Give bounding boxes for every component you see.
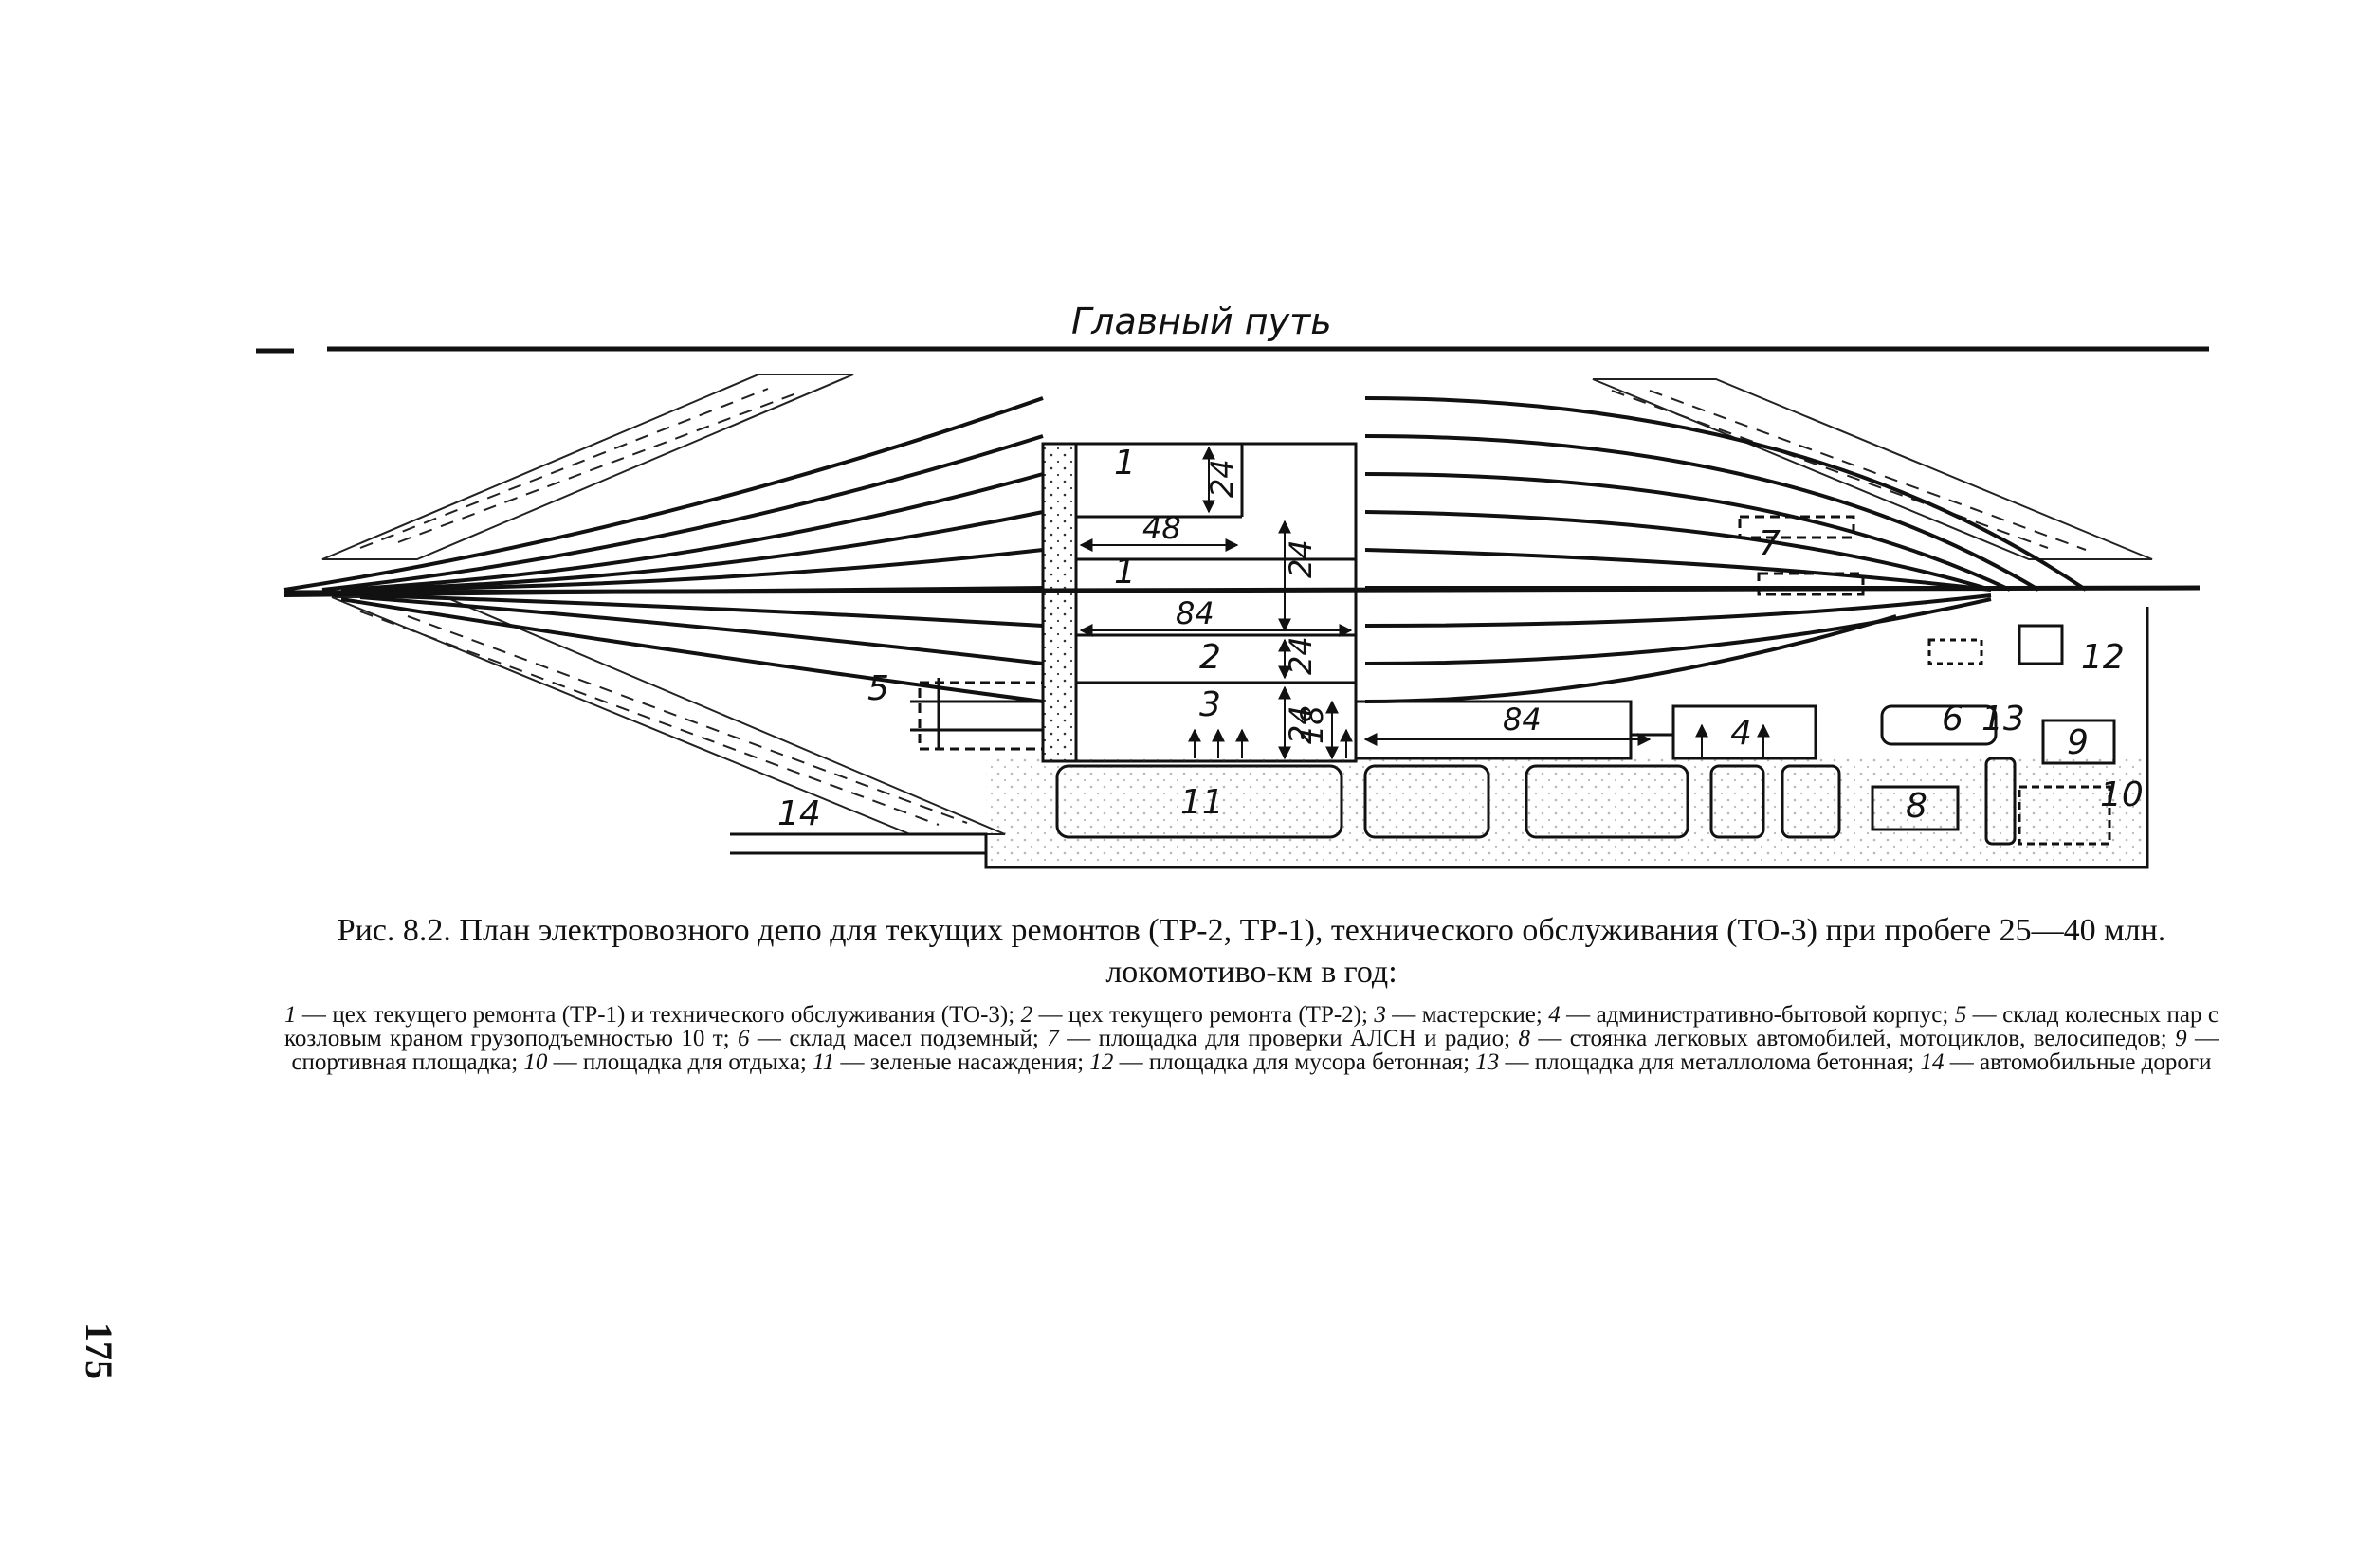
legend-text: — площадка для мусора бетонная;	[1113, 1049, 1476, 1075]
figure-caption-title: Рис. 8.2. План электровозного депо для т…	[337, 913, 2166, 990]
legend-text: — административно-бытовой корпус;	[1560, 1002, 1955, 1028]
legend-number: 9	[2175, 1026, 2187, 1051]
callout-5: 5	[867, 669, 889, 708]
main-track-label: Главный путь	[1071, 301, 1332, 342]
legend-text: — спортивная площадка;	[291, 1026, 2219, 1075]
callout-11: 11	[1180, 783, 1224, 822]
legend-text: — склад масел подземный;	[749, 1026, 1048, 1051]
main-track	[256, 346, 2209, 354]
dim-84-a: 84	[1176, 595, 1214, 631]
embankment-upper	[321, 374, 2153, 560]
legend-number: 7	[1047, 1026, 1059, 1051]
callout-10: 10	[2100, 775, 2144, 814]
dim-24-c: 24	[1283, 636, 1319, 675]
legend-number: 14	[1920, 1049, 1945, 1075]
legend-number: 11	[813, 1049, 835, 1075]
depot-plan-diagram: Главный путь	[256, 301, 2209, 869]
territory-boundary	[730, 607, 2149, 869]
callout-6: 6	[1942, 700, 1963, 738]
figure-caption-legend: 1 — цех текущего ремонта (ТР-1) и технич…	[284, 1003, 2219, 1074]
legend-text: — стоянка легковых автомобилей, мотоцикл…	[1529, 1026, 2176, 1051]
callout-3: 3	[1199, 685, 1221, 724]
legend-number: 13	[1475, 1049, 1500, 1075]
legend-number: 3	[1374, 1002, 1386, 1028]
dim-84-b: 84	[1503, 702, 1542, 738]
callout-4: 4	[1730, 714, 1752, 753]
dim-18: 18	[1294, 705, 1330, 744]
callout-9: 9	[2067, 723, 2089, 762]
legend-number: 5	[1954, 1002, 1967, 1028]
depot-building	[1041, 442, 1358, 763]
embankment-lower	[331, 596, 1006, 835]
legend-number: 10	[523, 1049, 548, 1075]
callout-14: 14	[777, 794, 821, 833]
dim-24-b: 24	[1283, 539, 1319, 578]
territory-paving	[986, 758, 2143, 863]
callout-1-lower: 1	[1114, 553, 1136, 592]
dim-24-d: 24	[1283, 705, 1319, 744]
callout-1-upper: 1	[1114, 444, 1136, 483]
legend-number: 6	[738, 1026, 750, 1051]
legend-number: 12	[1089, 1049, 1114, 1075]
dimension-lines	[1079, 446, 1652, 760]
legend-text: — мастерские;	[1385, 1002, 1549, 1028]
callout-7: 7	[1759, 524, 1780, 563]
legend-text: — площадка для металлолома бетонная;	[1499, 1049, 1921, 1075]
yard-through-line	[283, 585, 2201, 595]
legend-text: — цех текущего ремонта (ТР-2);	[1032, 1002, 1375, 1028]
legend-text: — склад колесных пар с козловым краном г…	[284, 1002, 2219, 1051]
service-area-right	[1871, 624, 2116, 846]
legend-text: — площадка для проверки АЛСН и радио;	[1058, 1026, 1519, 1051]
legend-text: — площадка для отдыха;	[547, 1049, 813, 1075]
callout-8: 8	[1906, 787, 1927, 826]
service-arrows	[1188, 723, 1770, 758]
legend-text: — автомобильные дороги	[1944, 1049, 2212, 1075]
dim-48: 48	[1142, 510, 1181, 546]
callout-12: 12	[2081, 638, 2125, 677]
callout-13: 13	[1981, 700, 2025, 738]
dim-24-a: 24	[1204, 459, 1240, 498]
alsn-platform	[1738, 515, 1865, 596]
legend-text: — зеленые насаждения;	[834, 1049, 1090, 1075]
callout-2: 2	[1199, 638, 1221, 677]
legend-number: 8	[1518, 1026, 1530, 1051]
legend-text: — цех текущего ремонта (ТР-1) и техничес…	[296, 1002, 1021, 1028]
legend-number: 2	[1020, 1002, 1033, 1028]
page-number: 175	[78, 1322, 120, 1379]
legend-number: 4	[1548, 1002, 1561, 1028]
legend-number: 1	[284, 1002, 297, 1028]
wheelset-store	[910, 678, 1045, 751]
